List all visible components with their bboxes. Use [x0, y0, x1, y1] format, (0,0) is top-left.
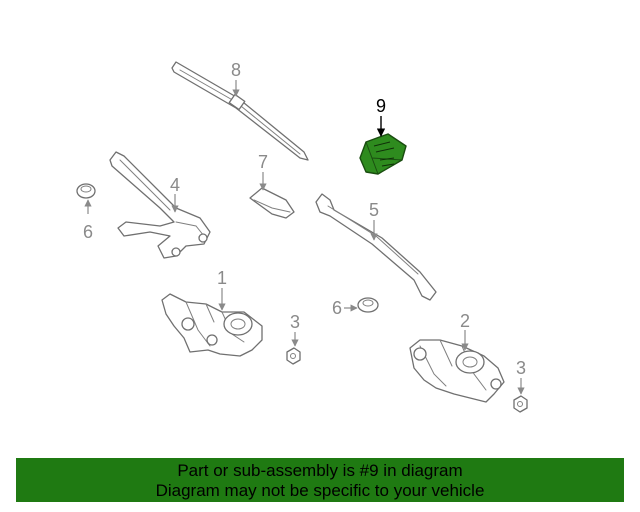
part-7-cover[interactable] [249, 187, 295, 219]
part-9-control-unit[interactable] [359, 133, 407, 175]
part-2-wiper-motor[interactable] [409, 339, 505, 403]
callout-3a[interactable]: 3 [290, 312, 300, 332]
parts-diagram: 8 9 7 4 6 5 [76, 60, 528, 413]
callout-4[interactable]: 4 [170, 175, 180, 195]
part-3-nut-right[interactable] [513, 395, 528, 413]
part-6-grommet-right[interactable] [357, 297, 379, 313]
callout-5[interactable]: 5 [369, 200, 379, 220]
banner-line-1: Part or sub-assembly is #9 in diagram [177, 461, 463, 480]
callout-9[interactable]: 9 [376, 96, 386, 116]
part-6-grommet-left[interactable] [76, 183, 96, 199]
part-4-wiper-arm[interactable] [109, 151, 211, 259]
callout-7[interactable]: 7 [258, 152, 268, 172]
callout-6b[interactable]: 6 [332, 298, 342, 318]
banner-line-2: Diagram may not be specific to your vehi… [155, 481, 485, 500]
callout-8[interactable]: 8 [231, 60, 241, 80]
part-1-wiper-motor[interactable] [161, 293, 263, 357]
part-3-nut-left[interactable] [286, 347, 301, 365]
callout-1[interactable]: 1 [217, 268, 227, 288]
callout-3b[interactable]: 3 [516, 358, 526, 378]
part-8-wiper-blade[interactable] [171, 61, 309, 161]
callout-6a[interactable]: 6 [83, 222, 93, 242]
callout-2[interactable]: 2 [460, 311, 470, 331]
info-banner: Part or sub-assembly is #9 in diagram Di… [16, 458, 624, 502]
